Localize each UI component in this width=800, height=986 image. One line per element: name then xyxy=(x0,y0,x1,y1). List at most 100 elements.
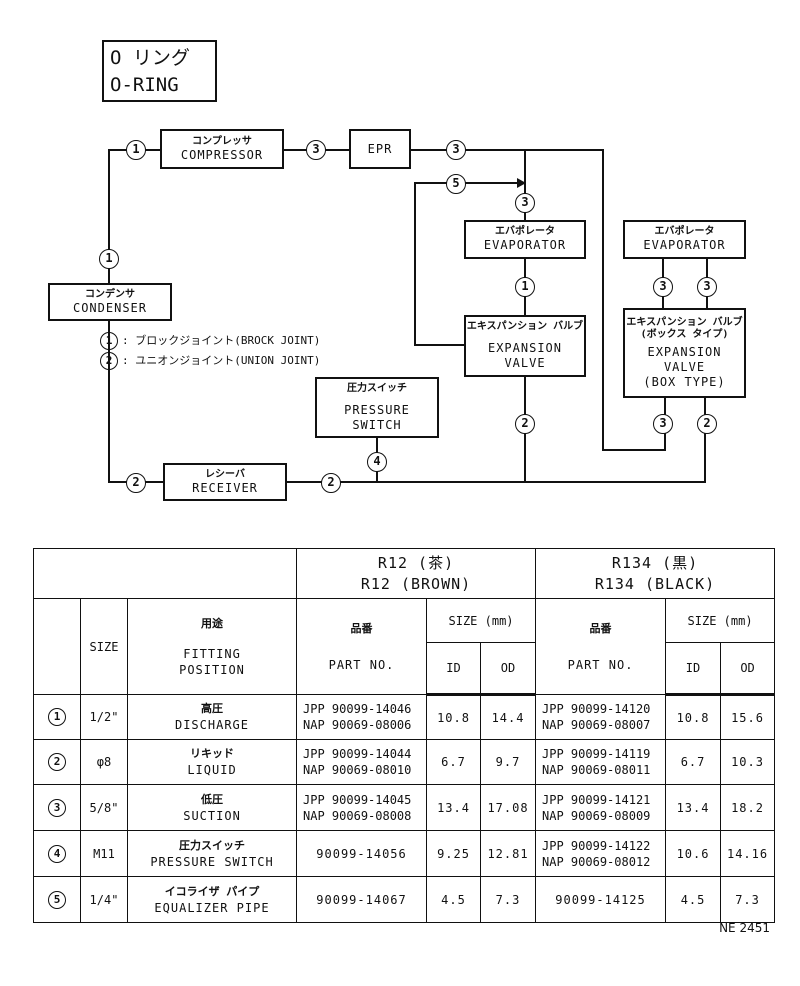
r134-part-header: 品番 PART NO. xyxy=(535,598,667,695)
row-r12-id: 10.8 xyxy=(426,694,482,740)
legend-union-joint: 2: ユニオンジョイント(UNION JOINT) xyxy=(100,352,320,370)
condenser-box: コンデンサ CONDENSER xyxy=(48,283,172,321)
header-num-blank xyxy=(33,598,81,695)
row-number: 5 xyxy=(33,876,81,923)
pressure-switch-label-2: SWITCH xyxy=(352,417,402,432)
row-r134-nap: NAP 90069-08012 xyxy=(542,854,651,869)
row-size: 5/8" xyxy=(80,784,128,831)
legend-text-1: : ブロックジョイント(BROCK JOINT) xyxy=(122,334,321,347)
row-position-en: DISCHARGE xyxy=(174,718,250,732)
epr-box: EPR xyxy=(349,129,411,169)
evaporator-right-box: エバポレータ EVAPORATOR xyxy=(623,220,746,259)
row-number-circle: 4 xyxy=(48,844,66,863)
row-number: 4 xyxy=(33,830,81,877)
row-r12-jpp: JPP 90099-14045 xyxy=(303,792,412,807)
legend-brock-joint: 1 : ブロックジョイント(BROCK JOINT) xyxy=(100,332,320,350)
row-r134-od: 7.3 xyxy=(720,876,776,923)
r134-od-header: OD xyxy=(720,642,776,696)
row-r12-nap: NAP 90069-08006 xyxy=(303,718,412,732)
marker-3-evaporator-in: 3 xyxy=(515,193,535,213)
legend-num-1: 1 xyxy=(100,332,118,350)
legend-num-2: 2 xyxy=(100,352,118,370)
evaporator-left-box: エバポレータ EVAPORATOR xyxy=(464,220,586,259)
r134-id-header: ID xyxy=(665,642,722,696)
o-ring-spec-table: R12 (茶) R12 (BROWN) R134 (黒) R134 (BLACK… xyxy=(32,548,776,923)
row-r134-od: 10.3 xyxy=(720,739,776,785)
row-position-en: PRESSURE SWITCH xyxy=(150,854,274,869)
evaporator-right-jp-label: エバポレータ xyxy=(654,226,715,237)
row-position-jp: リキッド xyxy=(190,747,234,760)
r134-partno-jp: 品番 xyxy=(589,621,612,635)
row-position-en: EQUALIZER PIPE xyxy=(154,900,270,915)
epr-label: EPR xyxy=(367,141,393,156)
row-r12-od: 7.3 xyxy=(480,876,537,923)
row-position-jp: 低圧 xyxy=(201,792,223,806)
row-r134-part-single: 90099-14125 xyxy=(535,876,667,923)
row-size: 1/2" xyxy=(80,694,128,740)
row-r134-od: 14.16 xyxy=(720,830,776,877)
compressor-jp-label: コンプレッサ xyxy=(192,135,252,147)
title-en: O-RING xyxy=(110,74,179,96)
r12-part-header: 品番 PART NO. xyxy=(296,598,428,695)
title-jp: O リング xyxy=(110,47,190,69)
row-r134-jpp: JPP 90099-14121 xyxy=(542,792,651,807)
use-jp: 用途 xyxy=(201,616,223,630)
r134-en: R134 (BLACK) xyxy=(594,574,716,593)
row-position: 圧力スイッチ PRESSURE SWITCH xyxy=(126,830,298,877)
row-position-jp: イコライザ パイプ xyxy=(164,884,260,898)
row-r12-jpp: JPP 90099-14044 xyxy=(303,747,412,761)
receiver-label: RECEIVER xyxy=(192,480,258,495)
condenser-jp-label: コンデンサ xyxy=(85,288,135,300)
row-r134-nap: NAP 90069-08011 xyxy=(542,763,651,777)
row-number: 2 xyxy=(33,739,81,785)
receiver-box: レシーバ RECEIVER xyxy=(163,463,287,501)
row-number-circle: 3 xyxy=(48,798,66,817)
r12-od-header: OD xyxy=(480,642,537,696)
compressor-label: COMPRESSOR xyxy=(180,147,264,162)
row-r134-od: 18.2 xyxy=(720,784,776,831)
expansion-right-label-1: EXPANSION xyxy=(647,344,722,359)
row-r134-id: 10.6 xyxy=(665,830,722,877)
row-position-jp: 圧力スイッチ xyxy=(179,838,245,852)
row-position-en: LIQUID xyxy=(187,763,237,777)
title-box: O リング O-RING xyxy=(102,40,217,102)
row-number: 3 xyxy=(33,784,81,831)
header-blank xyxy=(32,548,298,599)
table-header-row-1: R12 (茶) R12 (BROWN) R134 (黒) R134 (BLACK… xyxy=(32,548,776,599)
row-r134-nap: NAP 90069-08009 xyxy=(542,808,651,823)
marker-3-compressor-out: 3 xyxy=(306,140,326,160)
evaporator-right-label: EVAPORATOR xyxy=(643,238,726,252)
r134-size-mm-header: SIZE (mm) xyxy=(665,598,776,643)
row-number: 1 xyxy=(33,694,81,740)
marker-5-equalizer: 5 xyxy=(446,174,466,194)
r12-id-header: ID xyxy=(426,642,482,696)
evaporator-left-jp-label: エバポレータ xyxy=(495,226,555,237)
row-r12-id: 4.5 xyxy=(426,876,482,923)
row-r12-id: 6.7 xyxy=(426,739,482,785)
expansion-right-jp-label: エキスパンション バルブ xyxy=(626,316,743,328)
row-position-jp: 高圧 xyxy=(201,702,223,715)
expansion-right-label-3: (BOX TYPE) xyxy=(643,374,726,389)
r12-en: R12 (BROWN) xyxy=(360,574,472,593)
row-r12-od: 9.7 xyxy=(480,739,537,785)
row-size: 1/4" xyxy=(80,876,128,923)
pressure-switch-label-1: PRESSURE xyxy=(344,402,410,417)
row-r12-nap: NAP 90069-08008 xyxy=(303,808,412,823)
pressure-switch-box: 圧力スイッチ PRESSURE SWITCH xyxy=(315,377,439,438)
row-r12-od: 12.81 xyxy=(480,830,537,877)
row-number-circle: 5 xyxy=(48,890,66,909)
expansion-valve-right-box: エキスパンション バルブ (ボックス タイプ) EXPANSION VALVE … xyxy=(623,308,746,398)
pipe-lines xyxy=(108,149,708,483)
row-r134-id: 4.5 xyxy=(665,876,722,923)
size-header: SIZE xyxy=(80,598,128,695)
row-r134-id: 10.8 xyxy=(665,694,722,740)
row-size: φ8 xyxy=(80,739,128,785)
marker-1-condenser-top: 1 xyxy=(99,249,119,269)
